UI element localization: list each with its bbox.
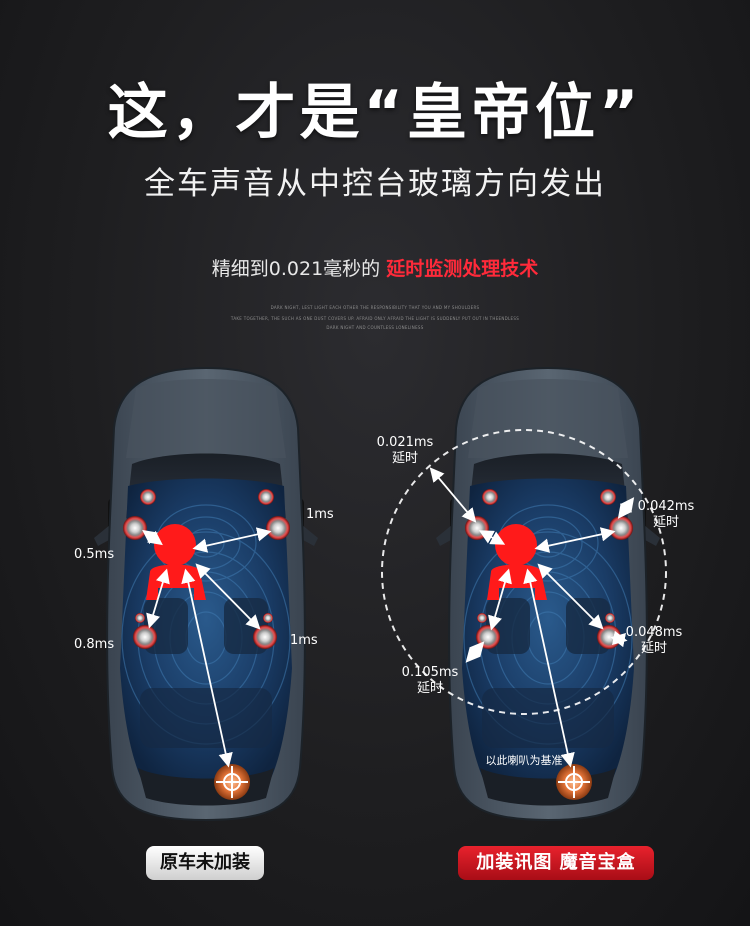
speaker-icon [482,489,498,505]
right-label-top-left: 0.021ms [377,435,434,450]
speaker-icon [605,613,615,623]
speaker-icon [465,516,489,540]
fine-print-line-1: DARK NIGHT, LEST LIGHT EACH OTHER THE RE… [270,305,480,310]
tagline: 精细到0.021毫秒的 延时监测处理技术 [0,254,750,281]
speaker-icon [266,516,290,540]
right-label-top-right: 0.042ms [638,499,695,514]
right-label-reference: 以此喇叭为基准 [486,753,563,767]
right-delay-arrows [429,467,635,768]
subheadline: 全车声音从中控台玻璃方向发出 [144,166,606,202]
left-label-mid-left: 0.5ms [74,547,114,562]
speaker-icon [123,516,147,540]
right-label-low-left: 0.105ms [402,665,459,680]
left-car [93,367,319,821]
fine-print-line-2: TAKE TOGETHER, THE SUCH AS ONE DUST COVE… [230,316,520,321]
speaker-icon [133,625,157,649]
right-label-low-left-sub: 延时 [417,681,443,696]
speaker-icon [600,489,616,505]
headline: 这，才是“皇帝位” [107,78,643,148]
left-label-low-right: 1ms [290,633,318,648]
right-delay-labels: 0.021ms 延时 0.042ms 延时 0.048ms 延时 0.105ms… [377,435,695,767]
speaker-icon [609,516,633,540]
speaker-icon [140,489,156,505]
fine-print-line-3: DARK NIGHT AND COUNTLESS LONELINESS [326,325,424,330]
speaker-icon [135,613,145,623]
left-label-low-left: 0.8ms [74,637,114,652]
speaker-icon [477,613,487,623]
right-label-top-right-sub: 延时 [653,515,679,530]
speaker-icon [253,625,277,649]
right-label-low-right-sub: 延时 [641,641,667,656]
upgraded-car-button[interactable]: 加装讯图 魔音宝盒 [458,846,654,880]
tagline-prefix: 精细到0.021毫秒的 [211,258,381,280]
left-delay-arrows [142,527,272,768]
original-car-button[interactable]: 原车未加装 [146,846,264,880]
speaker-icon [258,489,274,505]
speaker-icon [263,613,273,623]
right-label-top-left-sub: 延时 [392,451,418,466]
right-car [435,367,661,821]
right-label-low-right: 0.048ms [626,625,683,640]
left-delay-labels: 1ms 0.5ms 0.8ms 1ms [74,507,334,652]
left-car-speakers [123,489,290,800]
tagline-highlight: 延时监测处理技术 [386,258,539,280]
left-label-top-right: 1ms [306,507,334,522]
speaker-icon [597,625,621,649]
